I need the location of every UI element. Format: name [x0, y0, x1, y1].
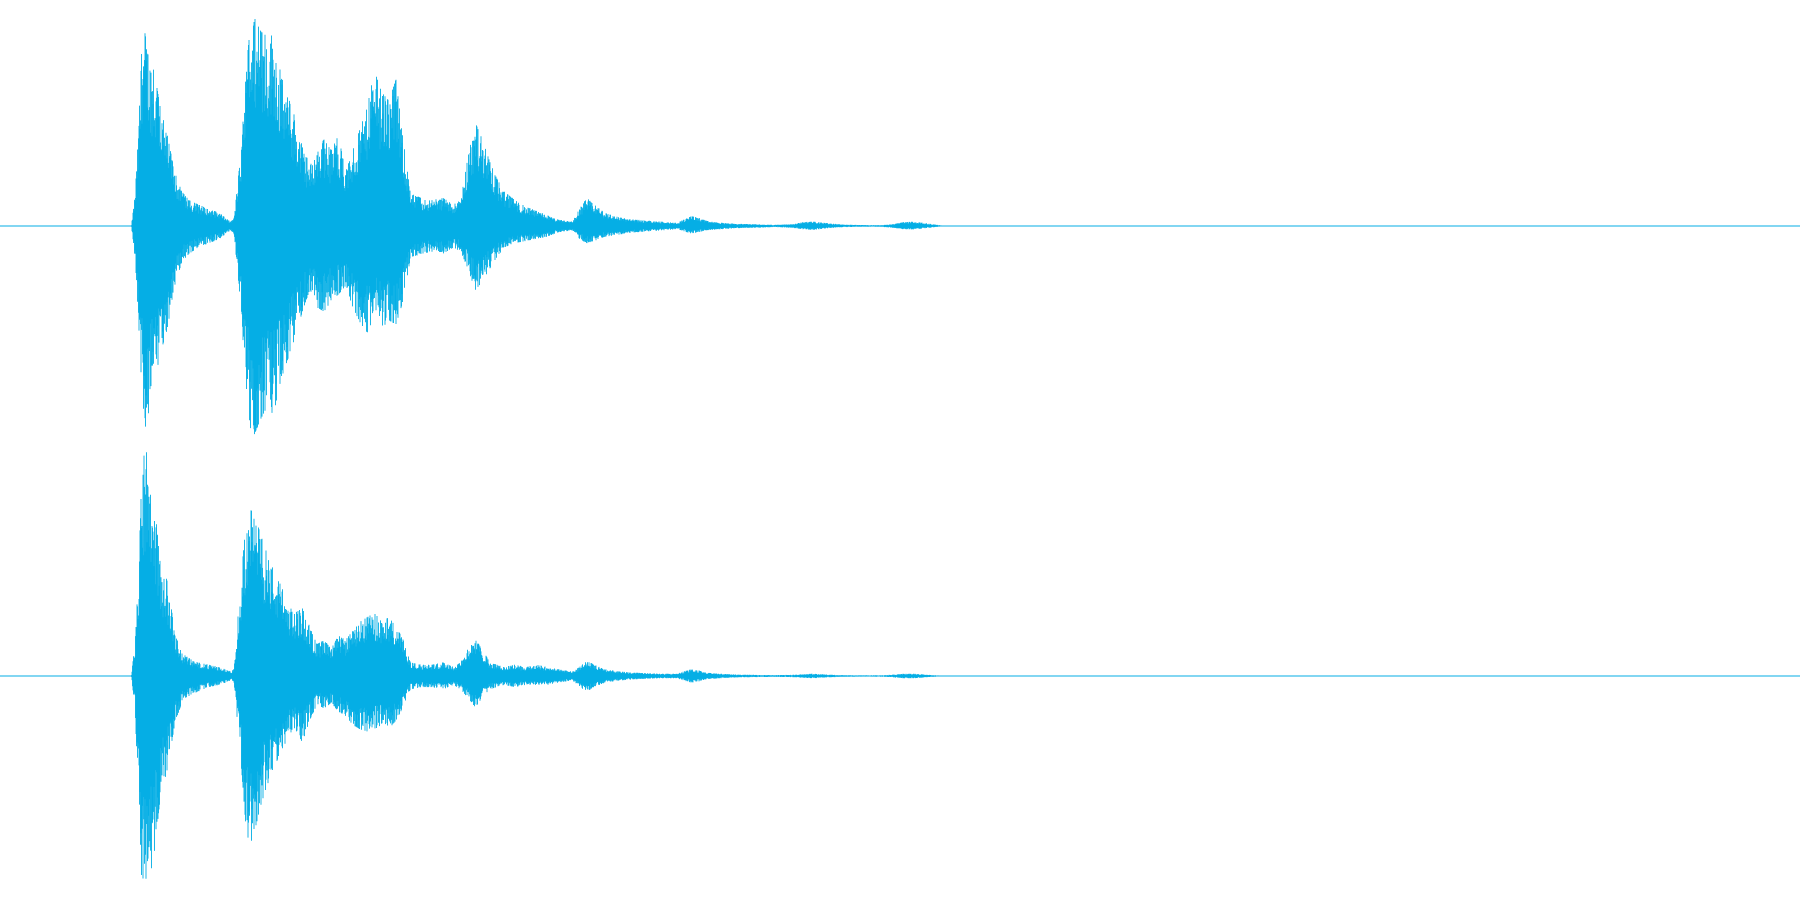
waveform-signal — [131, 452, 944, 879]
channel-bottom-waveform — [0, 452, 1800, 879]
waveform-signal — [131, 19, 945, 435]
channel-top-waveform — [0, 19, 1800, 435]
